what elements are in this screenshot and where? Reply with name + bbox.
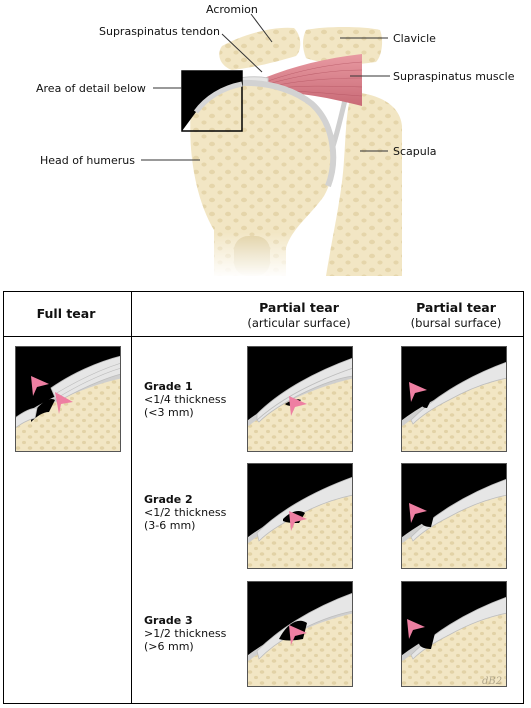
svg-text:(>6 mm): (>6 mm) <box>144 640 194 653</box>
panel-full-tear <box>15 346 121 452</box>
arrow-full-1 <box>31 376 49 396</box>
grade-2-text: Grade 2 <1/2 thickness (3-6 mm) <box>144 493 227 532</box>
svg-text:<1/4 thickness: <1/4 thickness <box>144 393 227 406</box>
svg-text:Grade 1: Grade 1 <box>144 380 193 393</box>
label-scapula: Scapula <box>393 145 437 158</box>
arrow-art-g3 <box>289 625 307 645</box>
label-supraspinatus-muscle: Supraspinatus muscle <box>393 70 515 83</box>
arrow-art-g1 <box>289 396 307 416</box>
svg-text:Grade 2: Grade 2 <box>144 493 193 506</box>
acromion-bone <box>219 27 301 71</box>
panel-bursal-grade-3 <box>401 581 507 687</box>
grade-3-text: Grade 3 >1/2 thickness (>6 mm) <box>144 614 227 653</box>
arrow-bur-g2 <box>409 503 427 523</box>
svg-text:>1/2 thickness: >1/2 thickness <box>144 627 227 640</box>
svg-text:<1/2 thickness: <1/2 thickness <box>144 506 227 519</box>
label-acromion: Acromion <box>206 3 258 16</box>
label-clavicle: Clavicle <box>393 32 436 45</box>
header-articular-sub: (articular surface) <box>247 316 350 330</box>
label-area-of-detail: Area of detail below <box>36 82 146 95</box>
label-supraspinatus-tendon: Supraspinatus tendon <box>99 25 220 38</box>
artist-signature: dB2 <box>482 676 502 687</box>
panel-articular-grade-3 <box>247 581 353 687</box>
grade-1-text: Grade 1 <1/4 thickness (<3 mm) <box>144 380 227 419</box>
scapula-bone <box>326 92 402 276</box>
panel-bursal-grade-2 <box>401 463 507 569</box>
header-bursal-title: Partial tear <box>416 300 497 315</box>
arrow-bur-g3 <box>407 619 425 639</box>
arrow-bur-g1 <box>409 382 427 402</box>
header-bursal-sub: (bursal surface) <box>411 316 502 330</box>
label-head-of-humerus: Head of humerus <box>40 154 135 167</box>
tear-table: Full tear Partial tear (articular surfac… <box>3 291 524 704</box>
header-full-tear: Full tear <box>37 306 97 321</box>
shoulder-anatomy: Acromion Supraspinatus tendon Clavicle S… <box>36 3 515 278</box>
clavicle-bone <box>303 27 383 65</box>
panel-articular-grade-1 <box>247 346 353 452</box>
panel-bursal-grade-1 <box>401 346 507 452</box>
svg-text:Grade 3: Grade 3 <box>144 614 193 627</box>
svg-text:(<3 mm): (<3 mm) <box>144 406 194 419</box>
svg-text:(3-6 mm): (3-6 mm) <box>144 519 195 532</box>
arrow-full-2 <box>55 392 73 414</box>
header-articular-title: Partial tear <box>259 300 340 315</box>
arrow-art-g2 <box>289 511 307 531</box>
panel-articular-grade-2 <box>247 463 353 569</box>
